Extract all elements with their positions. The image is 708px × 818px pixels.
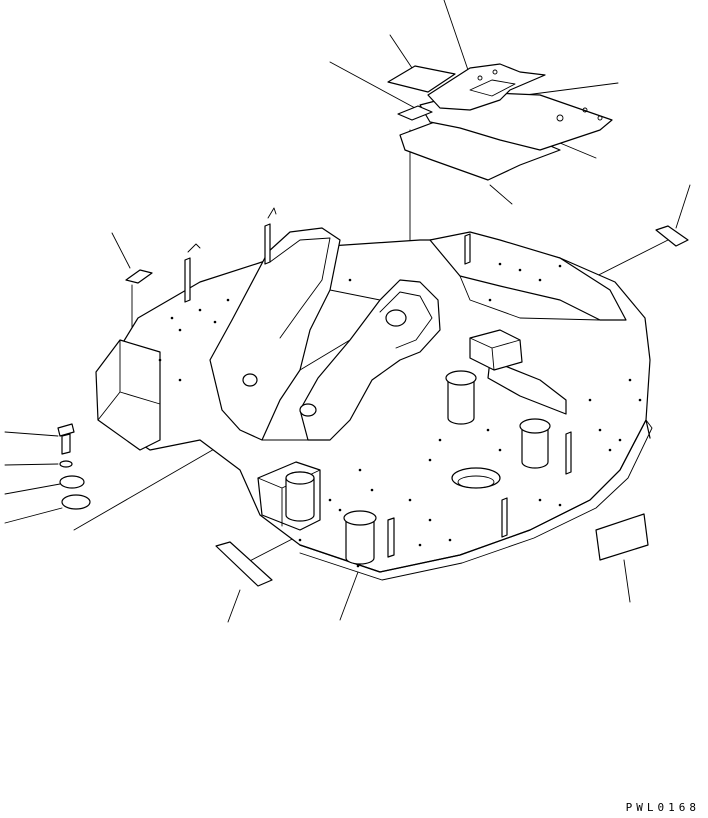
cover-plate-2 xyxy=(61,494,91,510)
floor-cover-plate xyxy=(427,63,546,111)
boom-mount-left xyxy=(209,227,341,441)
cylinder-1 xyxy=(285,471,315,522)
decals xyxy=(125,225,689,587)
cover-plate-1 xyxy=(59,475,85,489)
left-side-box xyxy=(95,339,161,451)
washer xyxy=(59,460,73,468)
bolt xyxy=(57,423,75,455)
floor-plate-assembly xyxy=(387,63,613,181)
small-plate xyxy=(397,105,433,121)
cylinders xyxy=(184,207,572,565)
mount-holes xyxy=(158,262,642,568)
right-bracket xyxy=(487,359,567,415)
swing-hole xyxy=(451,467,501,489)
decal-small-left xyxy=(125,269,153,284)
fastener-group xyxy=(57,423,91,510)
decal-front-right xyxy=(595,513,649,561)
rear-rail xyxy=(429,231,627,321)
cylinder-4 xyxy=(519,418,551,469)
decal-front-left xyxy=(215,541,273,587)
decal-rear-right xyxy=(655,225,689,247)
cylinder-2 xyxy=(343,510,377,565)
control-box xyxy=(469,329,523,371)
cylinder-3 xyxy=(445,370,477,425)
drawing-code: PWL0168 xyxy=(625,801,700,814)
small-pad xyxy=(387,65,456,93)
